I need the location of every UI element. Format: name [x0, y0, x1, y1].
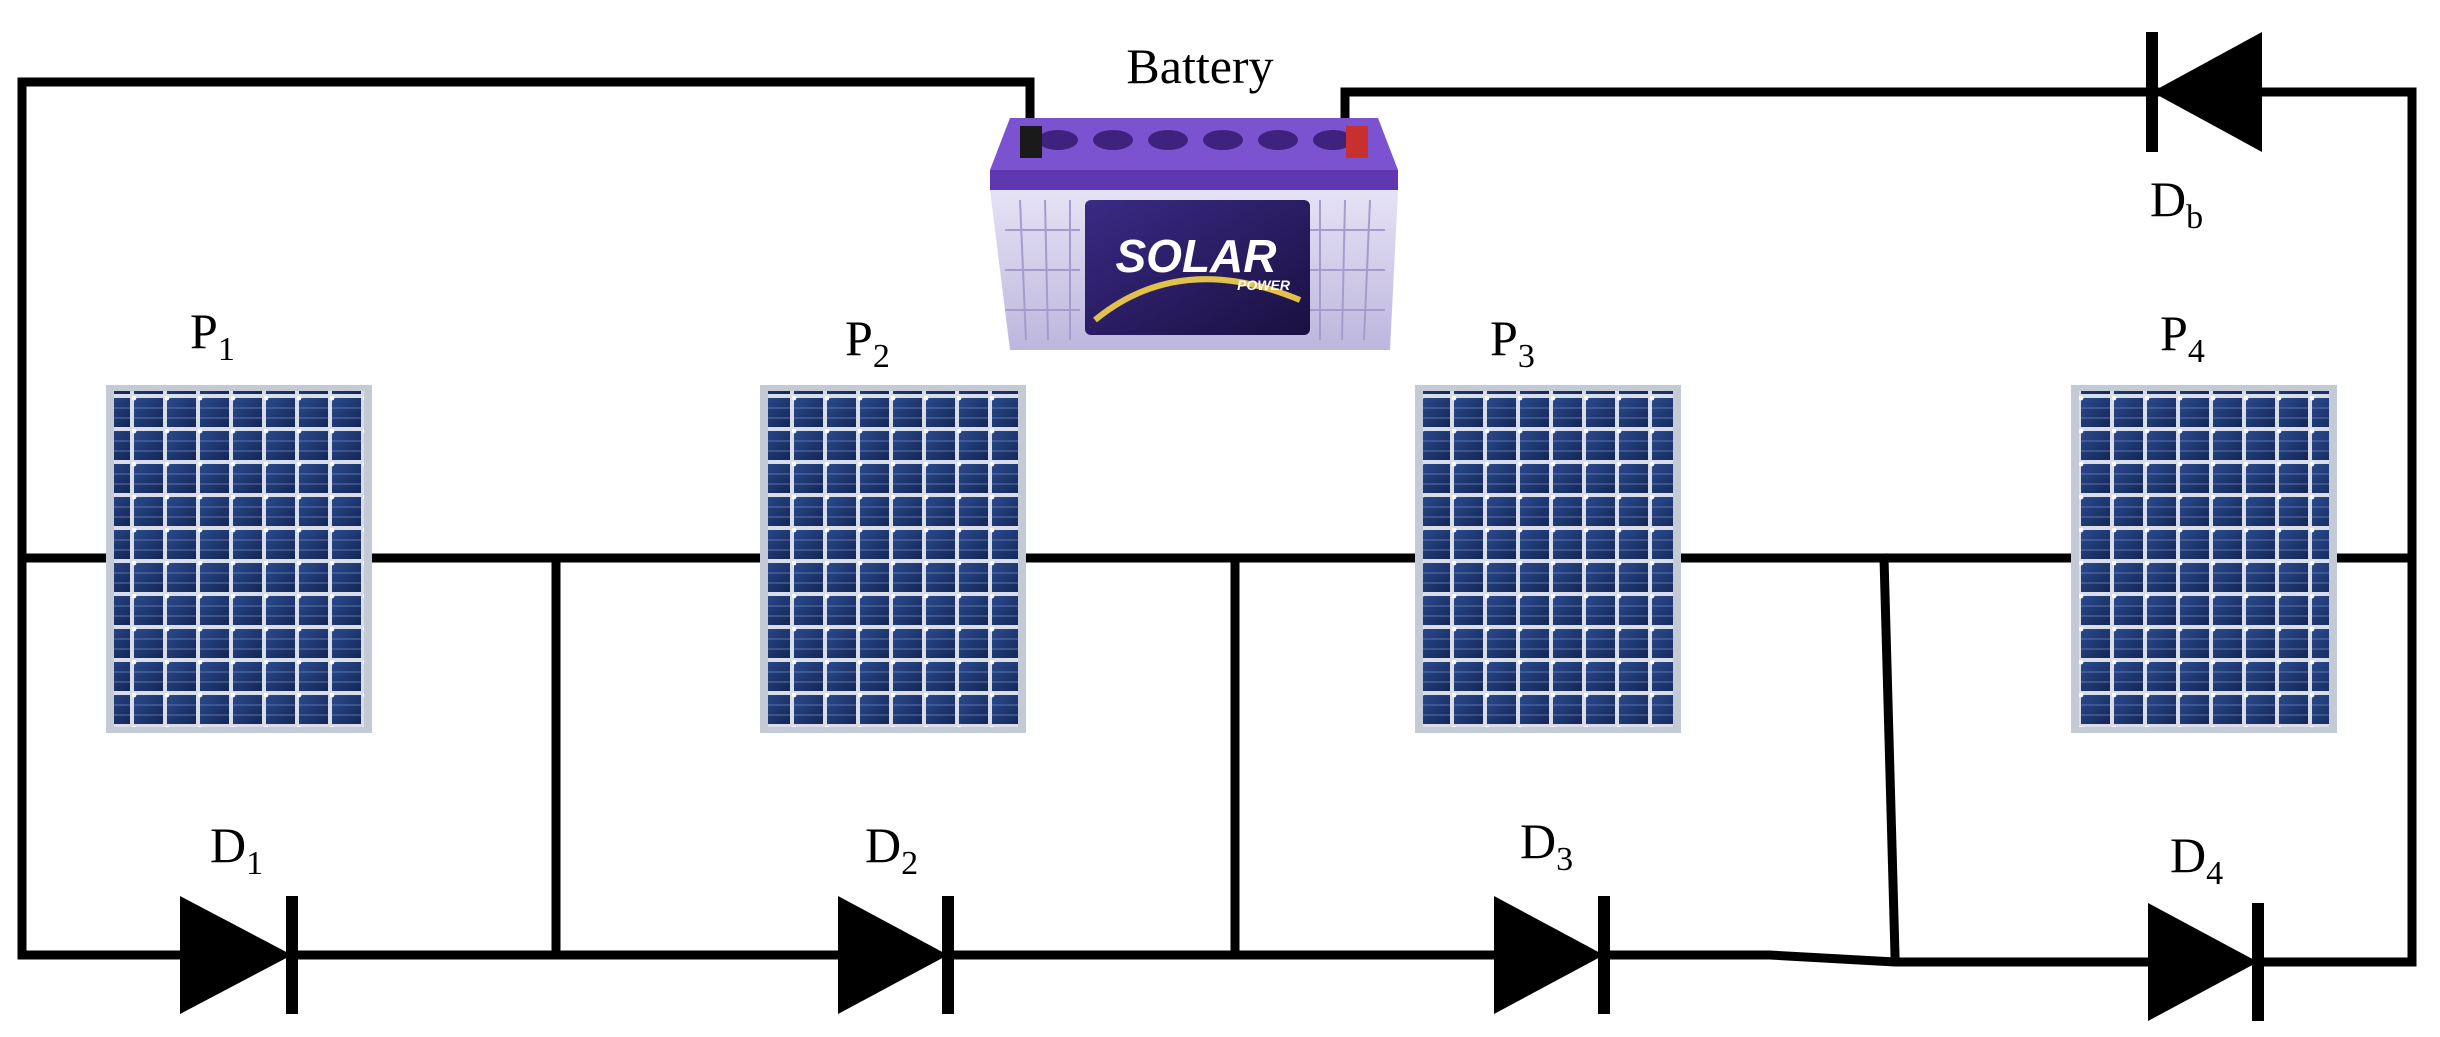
battery-brand-text: SOLAR	[1116, 230, 1277, 282]
battery-positive-terminal	[1346, 126, 1368, 158]
bypass-diodes	[180, 896, 2264, 1021]
battery-ribs	[1005, 199, 1385, 341]
battery-lid	[990, 118, 1398, 170]
solar-panels	[106, 385, 2337, 733]
diode-label-d4: D4	[2170, 827, 2223, 892]
battery-image: SOLAR POWER	[990, 118, 1398, 350]
diode-d4	[2148, 903, 2264, 1021]
battery-negative-terminal	[1020, 126, 1042, 158]
solar-panel-p1	[106, 385, 372, 733]
diode-label-d2: D2	[865, 817, 918, 882]
battery-brand-subtext: POWER	[1237, 277, 1291, 293]
diode-label-d1: D1	[210, 817, 263, 882]
diode-label-d3: D3	[1520, 813, 1573, 878]
battery-caps	[1038, 130, 1353, 150]
diode-d1	[180, 896, 298, 1014]
battery-label-panel	[1085, 200, 1310, 335]
wire-bottom-d3-d4	[1599, 950, 2153, 967]
panel-label-p3: P3	[1490, 310, 1535, 375]
solar-panel-p3	[1415, 385, 1681, 733]
diode-d2	[838, 896, 954, 1014]
blocking-diode-db	[2146, 32, 2262, 152]
panel-label-p4: P4	[2160, 305, 2205, 370]
diode-label-db: Db	[2150, 171, 2203, 236]
solar-panel-p4	[2071, 385, 2337, 733]
diode-d3	[1494, 896, 1610, 1014]
solar-panel-p2	[760, 385, 1026, 733]
battery-label: Battery	[1126, 38, 1273, 94]
panel-label-p1: P1	[190, 303, 235, 368]
wire-bottom-right	[2253, 950, 2417, 967]
panel-label-p2: P2	[845, 310, 890, 375]
wire-db-to-right-rail	[2250, 87, 2417, 960]
wire-junction-3	[1879, 553, 1900, 960]
wire-battery-to-db	[1340, 87, 2160, 170]
